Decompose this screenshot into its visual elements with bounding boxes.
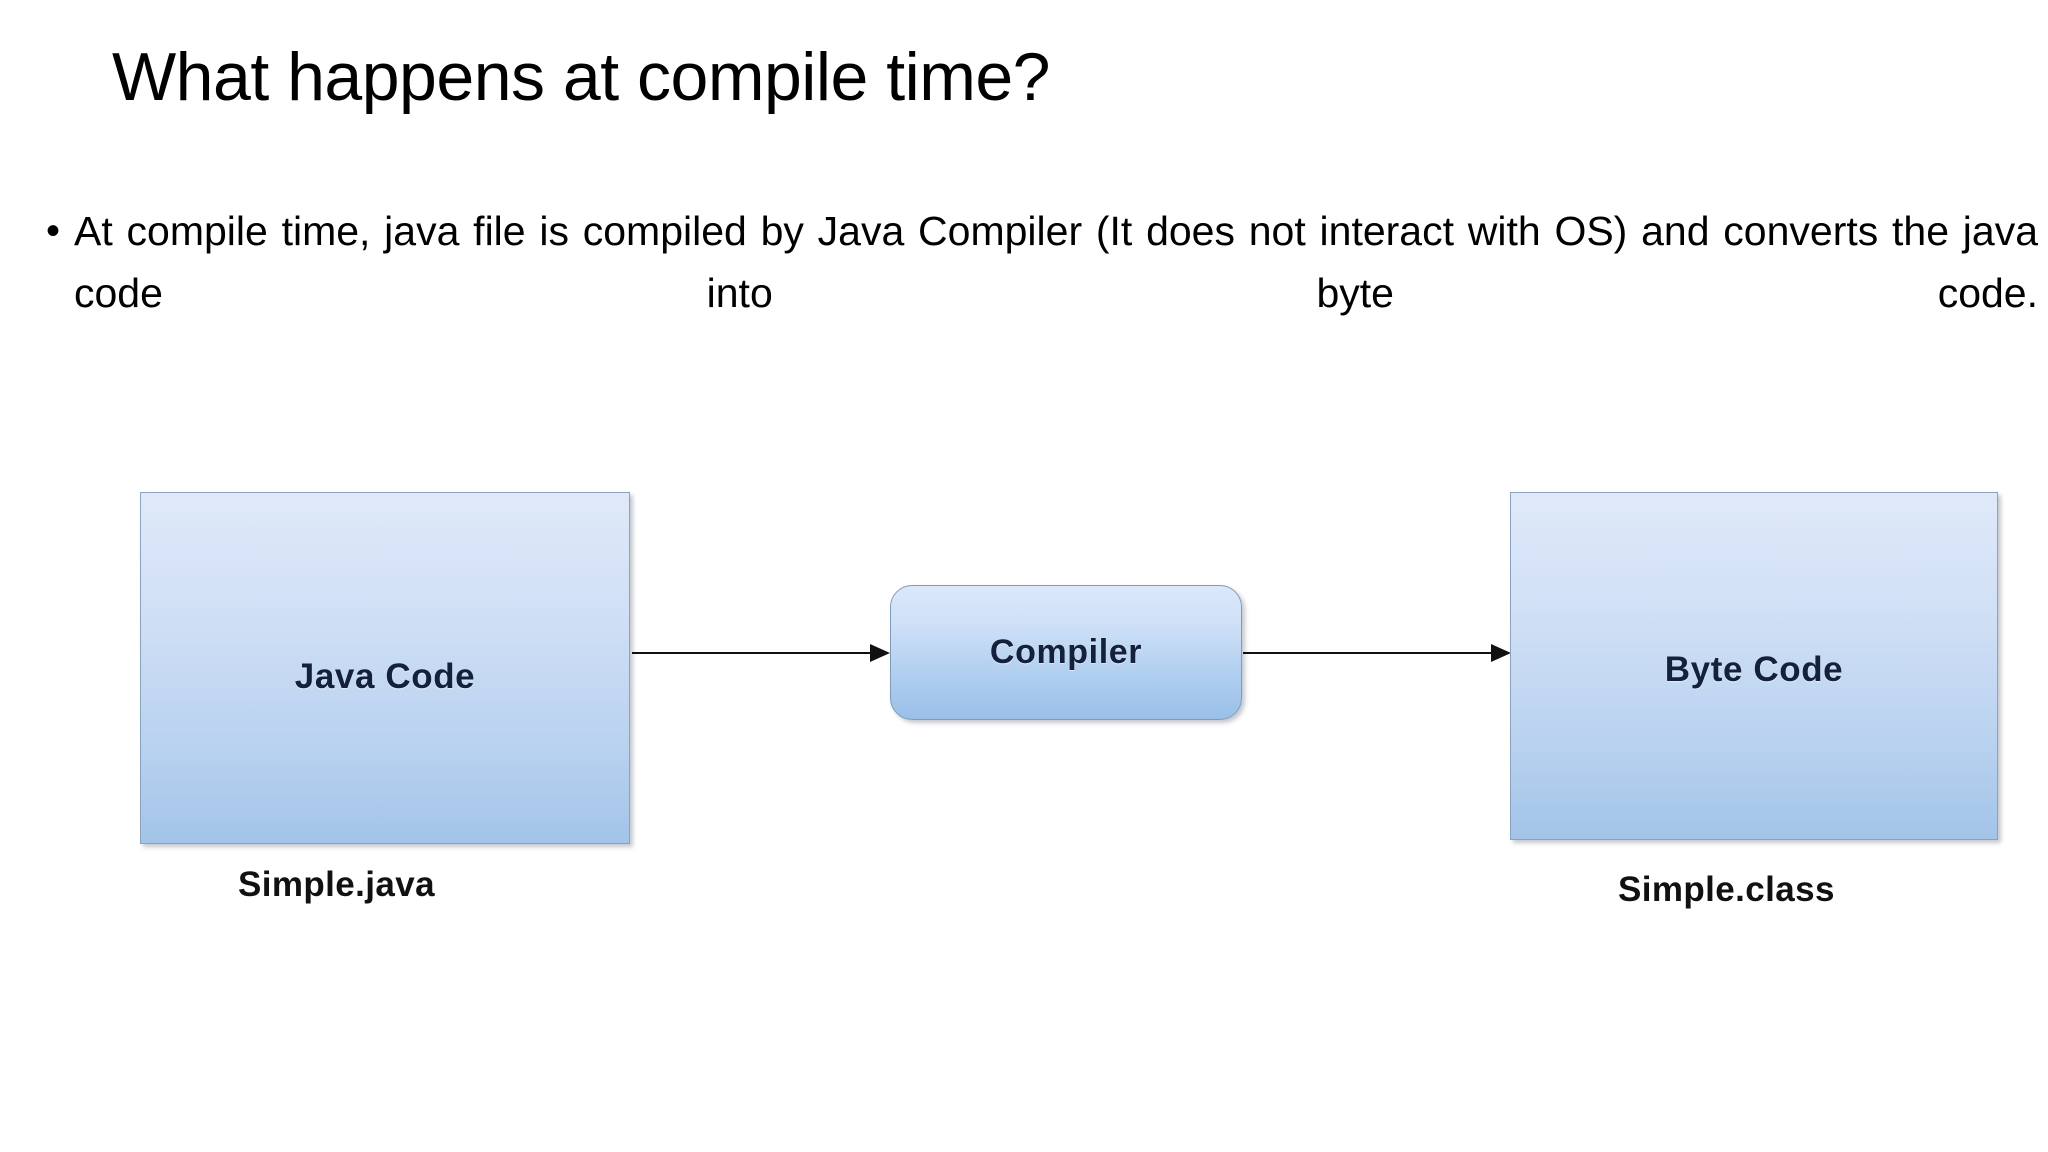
- list-item: • At compile time, java file is compiled…: [40, 200, 2038, 386]
- arrow-head-icon: [870, 644, 890, 662]
- bullet-paragraph: At compile time, java file is compiled b…: [74, 208, 2038, 316]
- diagram-node-java-code: Java Code: [140, 492, 630, 844]
- diagram-caption-simple-java: Simple.java: [238, 865, 436, 904]
- page-title: What happens at compile time?: [112, 39, 1051, 115]
- arrow-shaft: [1243, 652, 1495, 654]
- diagram-node-label: Compiler: [989, 633, 1143, 671]
- compile-time-flow-diagram: Java Code Compiler Byte Code Simple.java…: [0, 430, 2048, 970]
- diagram-node-byte-code: Byte Code: [1510, 492, 1998, 840]
- arrow-head-icon: [1491, 644, 1511, 662]
- body-content: • At compile time, java file is compiled…: [40, 200, 2038, 386]
- diagram-node-label: Java Code: [294, 657, 476, 696]
- diagram-arrow-java-code-to-compiler: [632, 638, 894, 668]
- diagram-node-label: Byte Code: [1664, 650, 1844, 689]
- diagram-node-compiler: Compiler: [890, 585, 1242, 720]
- diagram-arrow-compiler-to-byte-code: [1243, 638, 1515, 668]
- diagram-caption-simple-class: Simple.class: [1618, 870, 1835, 909]
- arrow-shaft: [632, 652, 876, 654]
- bullet-marker-icon: •: [46, 209, 61, 253]
